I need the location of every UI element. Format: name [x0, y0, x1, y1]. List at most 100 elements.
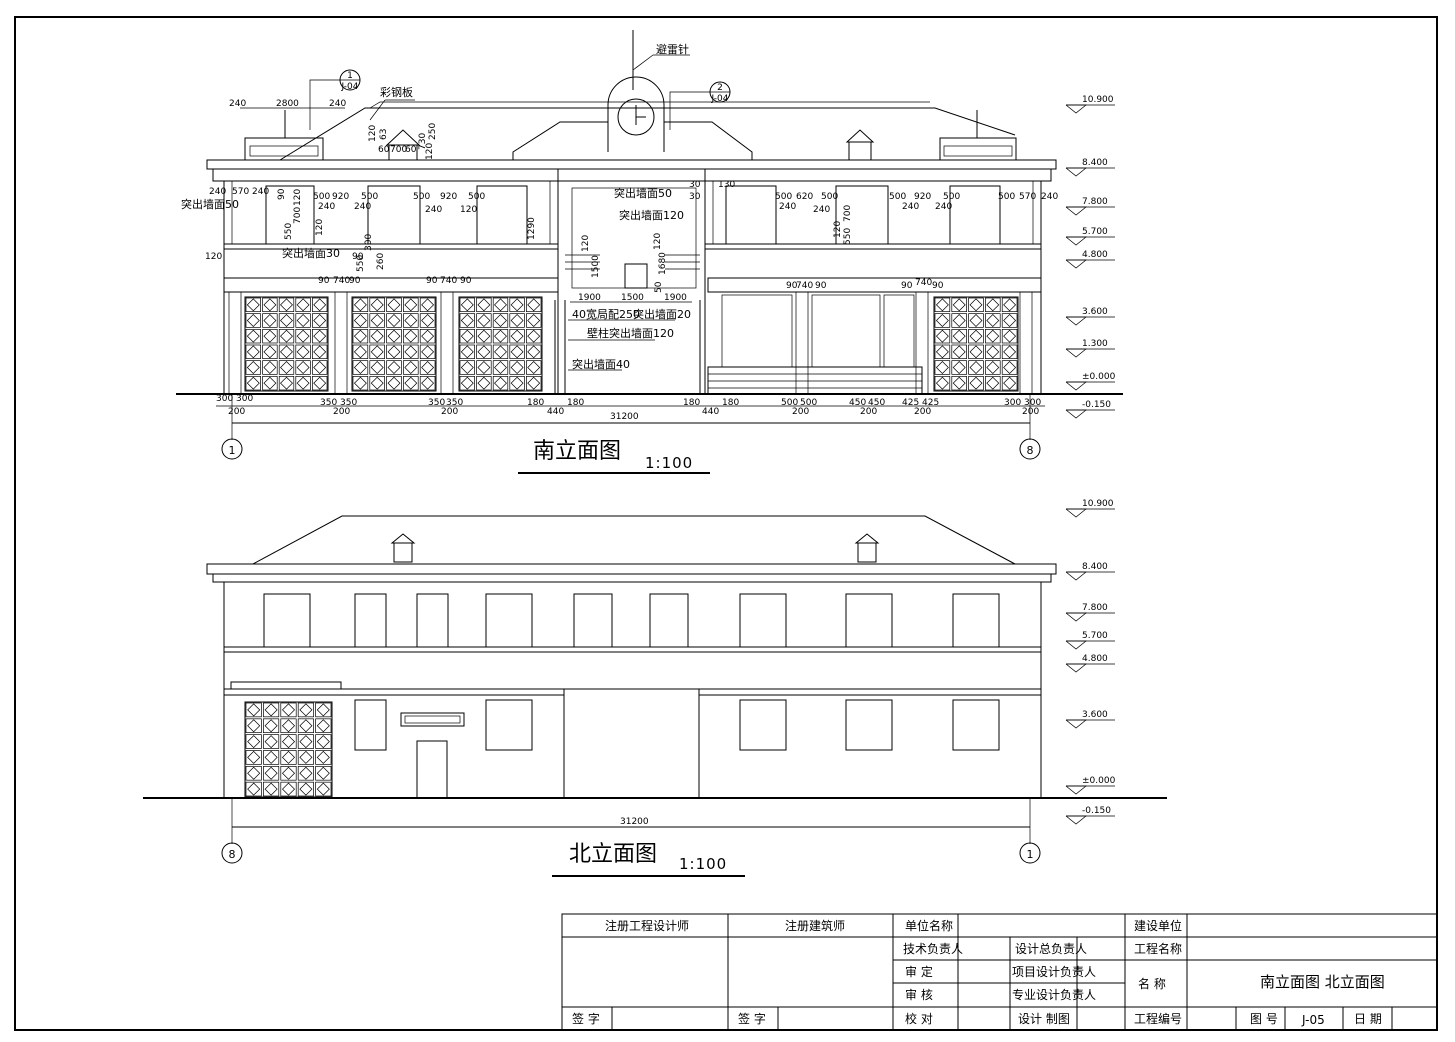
- label-center-protrude-50: 突出墙面50: [614, 186, 672, 200]
- south-mid-dims: 120 300 550 90 260 90 740 90 90 740 90 9…: [205, 233, 944, 303]
- svg-text:920: 920: [914, 192, 931, 202]
- svg-text:250: 250: [428, 123, 438, 140]
- svg-text:60: 60: [405, 145, 417, 155]
- south-bottom-dim-11: 180: [567, 398, 584, 408]
- svg-text:120: 120: [368, 125, 378, 142]
- svg-text:120: 120: [425, 143, 435, 160]
- svg-text:90: 90: [349, 276, 361, 286]
- south-bottom-dim-12: 180: [683, 398, 700, 408]
- svg-text:90: 90: [318, 276, 330, 286]
- north-elevation-2: 7.800: [1082, 603, 1108, 613]
- south-axis-right: 8: [1027, 444, 1034, 457]
- label-frame-width: 40宽局配250: [572, 307, 640, 321]
- south-elevation-2: 7.800: [1082, 197, 1108, 207]
- north-elevation: 10.9008.4007.8005.7004.8003.600±0.000-0.…: [143, 499, 1167, 877]
- svg-text:90: 90: [426, 276, 438, 286]
- south-bottom-dim-3: 350: [320, 398, 337, 408]
- svg-text:500: 500: [775, 192, 792, 202]
- south-bottom-dim-6: 350: [428, 398, 445, 408]
- south-curtain-grids: [244, 296, 1019, 392]
- svg-text:500: 500: [821, 192, 838, 202]
- svg-text:500: 500: [889, 192, 906, 202]
- tb-tech-lead: 技术负责人: [903, 942, 963, 956]
- tb-drawing-no-label: 图 号: [1250, 1012, 1278, 1026]
- svg-text:740: 740: [333, 276, 350, 286]
- south-bottom-dim-5: 200: [333, 407, 350, 417]
- label-wall-protrude-50: 突出墙面50: [181, 197, 239, 211]
- south-bottom-dim-9: 180: [527, 398, 544, 408]
- south-bottom-dim-15: 500: [781, 398, 798, 408]
- svg-text:90: 90: [786, 281, 798, 291]
- south-bottom-dim-25: 300: [1024, 398, 1041, 408]
- svg-text:550: 550: [356, 255, 366, 272]
- svg-text:500: 500: [943, 192, 960, 202]
- south-elevation-6: 1.300: [1082, 339, 1108, 349]
- label-wall-protrude-40: 突出墙面40: [572, 357, 630, 371]
- tb-review: 审 核: [905, 987, 933, 1002]
- tb-drawing-no: J-05: [1301, 1013, 1325, 1027]
- north-scale: 1:100: [679, 855, 727, 873]
- tb-drawing-name: 南立面图 北立面图: [1260, 973, 1385, 991]
- south-bottom-dim-4: 350: [340, 398, 357, 408]
- svg-text:30: 30: [689, 180, 701, 190]
- south-bottom-dim-26: 200: [1022, 407, 1039, 417]
- south-bottom-dim-18: 450: [849, 398, 866, 408]
- north-curtain-grid: [244, 701, 333, 798]
- svg-text:120: 120: [460, 205, 477, 215]
- svg-text:240: 240: [209, 187, 226, 197]
- tb-sign-1: 签 字: [572, 1011, 600, 1026]
- north-axis-right: 1: [1027, 848, 1034, 861]
- svg-text:620: 620: [796, 192, 813, 202]
- label-center-protrude-120: 突出墙面120: [619, 208, 684, 222]
- south-bottom-dim-14: 180: [722, 398, 739, 408]
- south-bottom-dim-10: 440: [547, 407, 564, 417]
- svg-text:240: 240: [813, 205, 830, 215]
- svg-text:1500: 1500: [591, 255, 601, 278]
- svg-text:550: 550: [284, 223, 294, 240]
- svg-text:J-04: J-04: [340, 82, 358, 92]
- svg-text:240: 240: [329, 99, 346, 109]
- south-bottom-dim-13: 440: [702, 407, 719, 417]
- svg-text:120: 120: [315, 219, 325, 236]
- tb-project-no: 工程编号: [1134, 1011, 1182, 1026]
- svg-text:240: 240: [318, 202, 335, 212]
- svg-text:240: 240: [354, 202, 371, 212]
- north-elevation-1: 8.400: [1082, 562, 1108, 572]
- svg-text:920: 920: [440, 192, 457, 202]
- svg-text:1: 1: [347, 71, 353, 81]
- svg-text:120: 120: [653, 233, 663, 250]
- svg-text:550: 550: [843, 228, 853, 245]
- south-elevation: 10.9008.4007.8005.7004.8003.6001.300±0.0…: [176, 30, 1123, 474]
- title-block: 注册工程设计师 注册建筑师 签 字 签 字 单位名称 技术负责人 审 定 审 核…: [561, 913, 1438, 1031]
- svg-text:90: 90: [932, 281, 944, 291]
- north-elevation-0: 10.900: [1082, 499, 1114, 509]
- svg-text:1900: 1900: [578, 293, 601, 303]
- south-axis-left-bubble: [221, 438, 243, 460]
- svg-text:90: 90: [460, 276, 472, 286]
- north-elevation-markers: 10.9008.4007.8005.7004.8003.600±0.000-0.…: [1065, 499, 1116, 825]
- south-elevation-markers: 10.9008.4007.8005.7004.8003.6001.300±0.0…: [1065, 95, 1116, 419]
- south-bottom-dim-16: 500: [800, 398, 817, 408]
- svg-text:240: 240: [229, 99, 246, 109]
- south-bottom-dim-2: 200: [228, 407, 245, 417]
- svg-text:240: 240: [779, 202, 796, 212]
- south-elevation-1: 8.400: [1082, 158, 1108, 168]
- svg-text:60: 60: [378, 145, 390, 155]
- svg-text:120: 120: [205, 252, 222, 262]
- south-total-dim: 31200: [610, 412, 639, 422]
- north-elevation-6: ±0.000: [1082, 776, 1116, 786]
- south-bottom-dim-22: 425: [922, 398, 939, 408]
- svg-text:240: 240: [902, 202, 919, 212]
- tb-discipline-lead: 专业设计负责人: [1012, 987, 1096, 1002]
- svg-text:90: 90: [815, 281, 827, 291]
- svg-text:740: 740: [796, 281, 813, 291]
- svg-text:90: 90: [352, 252, 364, 262]
- svg-text:120: 120: [293, 189, 303, 206]
- svg-text:700: 700: [293, 207, 303, 224]
- north-elevation-3: 5.700: [1082, 631, 1108, 641]
- tb-project-lead: 项目设计负责人: [1012, 965, 1096, 979]
- svg-text:1500: 1500: [621, 293, 644, 303]
- svg-text:570: 570: [232, 187, 249, 197]
- tb-project-name: 工程名称: [1134, 941, 1182, 956]
- svg-text:500: 500: [361, 192, 378, 202]
